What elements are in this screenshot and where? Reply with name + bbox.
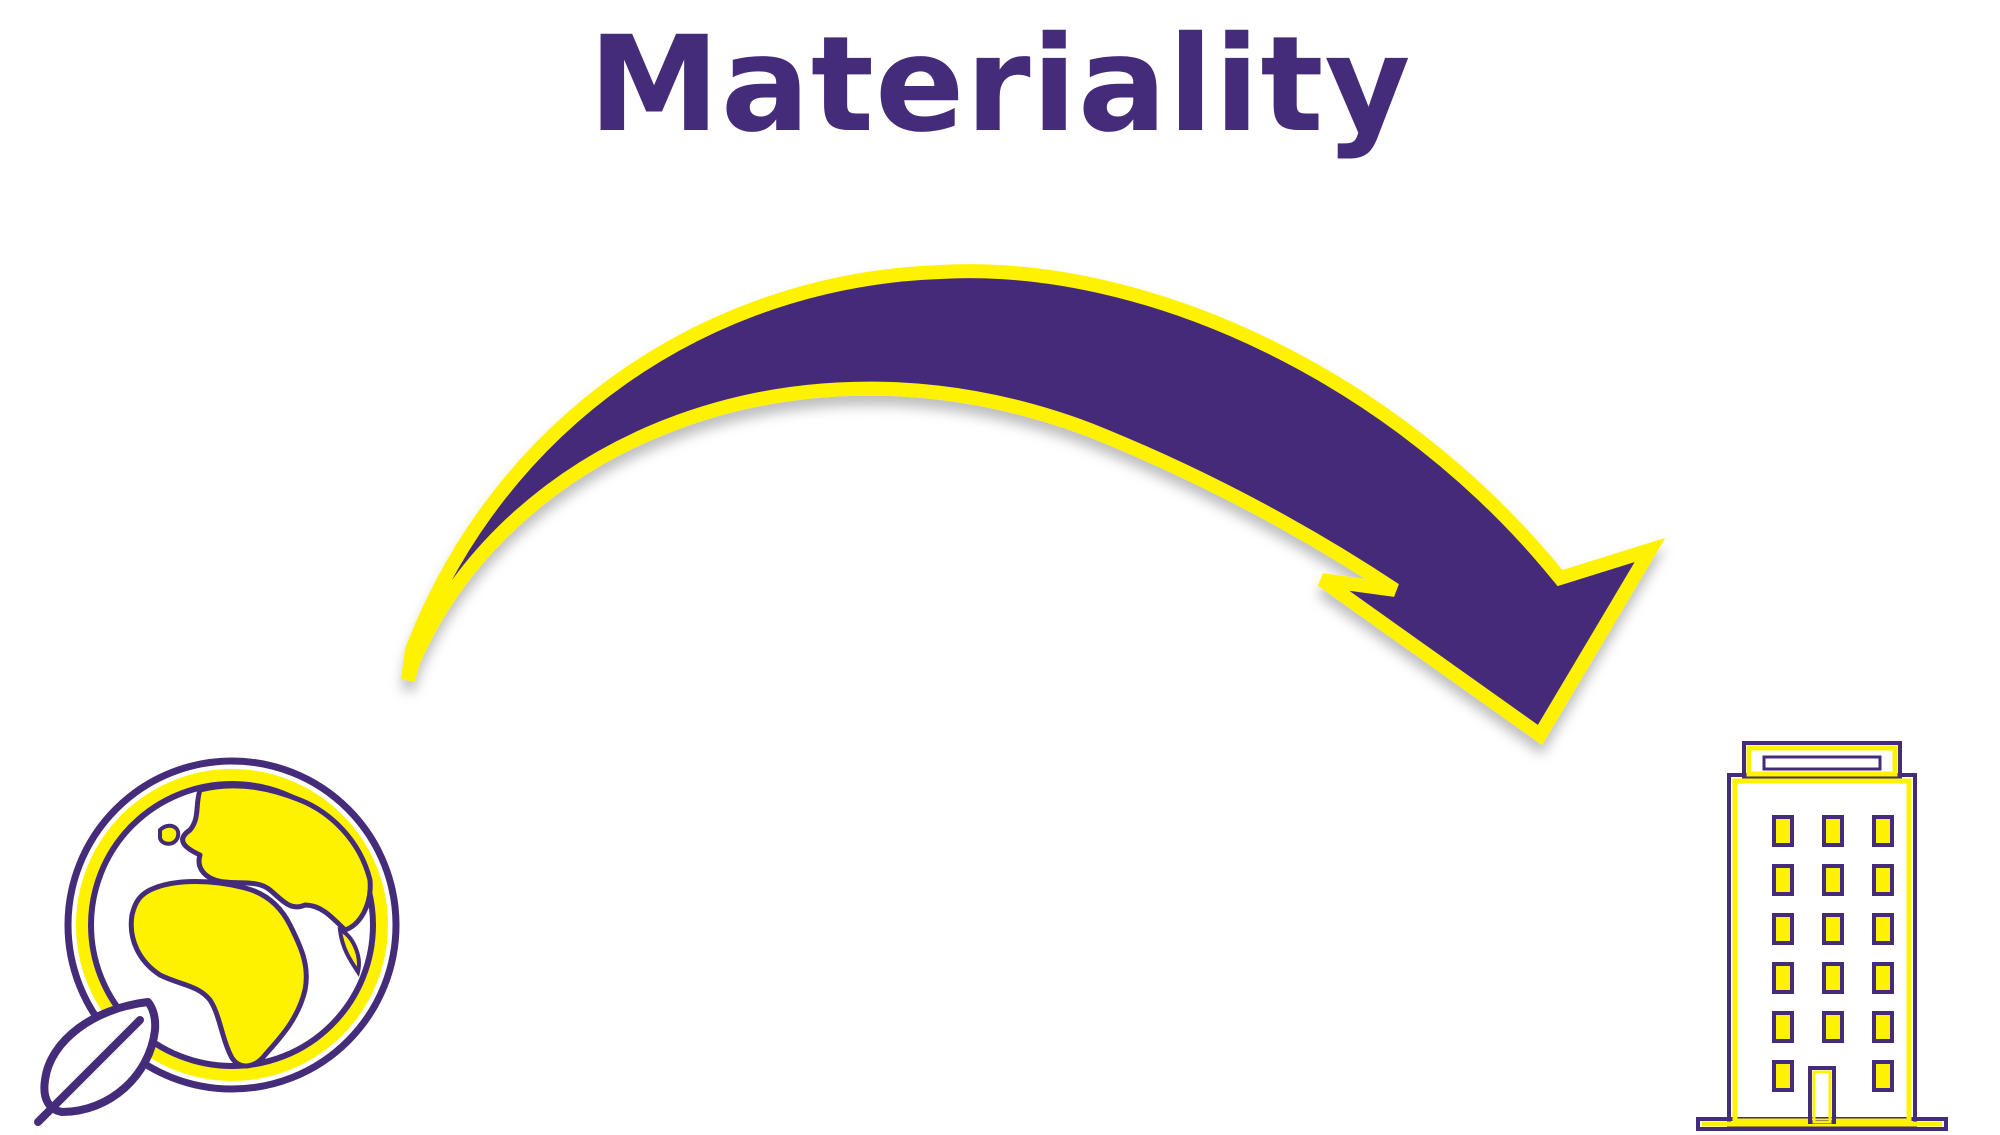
arrow-shape xyxy=(401,264,1666,746)
building-windows xyxy=(1772,815,1894,1092)
leaf-icon xyxy=(34,998,160,1126)
island-landmass xyxy=(158,823,181,846)
peninsula-landmass xyxy=(337,926,361,977)
africa-landmass xyxy=(128,879,309,1069)
europe-landmass xyxy=(180,783,373,933)
building-door xyxy=(1808,1066,1836,1124)
page-title: Materiality xyxy=(588,8,1412,162)
